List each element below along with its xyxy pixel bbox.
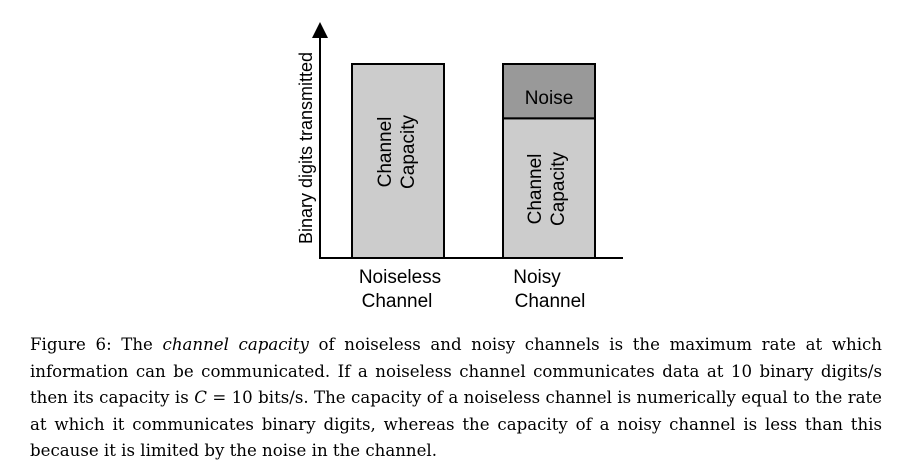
noiseless-capacity-label-line1: Channel — [375, 117, 396, 188]
caption-term: channel capacity — [162, 335, 309, 354]
bar-chart: Binary digits transmitted Channel Capaci… — [296, 22, 623, 312]
figure-caption: Figure 6: The channel capacity of noisel… — [30, 332, 882, 465]
y-axis-label: Binary digits transmitted — [296, 52, 316, 244]
figure: Binary digits transmitted Channel Capaci… — [296, 22, 623, 312]
noisy-noise-bar — [502, 63, 596, 120]
caption-text-1: of noiseless and noisy channels is the m… — [30, 335, 882, 408]
tick-label-noiseless-line2: Channel — [362, 291, 433, 312]
noisy-capacity-label-line2: Capacity — [548, 152, 569, 226]
caption-symbol: C — [194, 388, 207, 408]
caption-lead: Figure 6: The — [30, 335, 153, 354]
tick-label-noiseless-line1: Noiseless — [359, 267, 441, 288]
tick-label-noisy-line2: Channel — [515, 291, 586, 312]
noiseless-capacity-label-line2: Capacity — [398, 115, 419, 189]
noise-label: Noise — [525, 88, 574, 109]
noiseless-capacity-bar — [351, 63, 445, 259]
tick-label-noisy-line1: Noisy — [513, 267, 561, 288]
caption-text-2: = 10 bits/s. The capacity of a noiseless… — [30, 388, 883, 461]
noisy-capacity-label-line1: Channel — [525, 154, 546, 225]
